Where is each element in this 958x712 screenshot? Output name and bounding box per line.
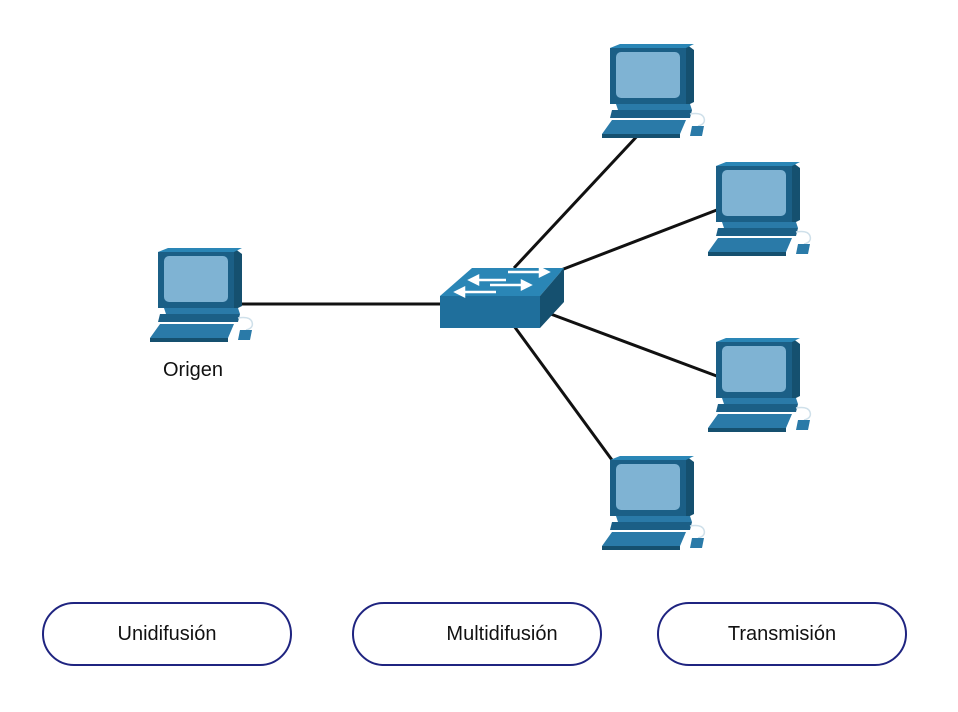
pc-3-icon (707, 337, 812, 433)
link-switch-pc2 (547, 206, 723, 277)
option-broadcast-button[interactable]: Transmisión (657, 602, 907, 666)
link-switch-pc3 (547, 311, 723, 380)
option-unicast-button[interactable]: Unidifusión (42, 602, 292, 666)
pc-1-icon (601, 43, 706, 139)
link-switch-pc4 (512, 325, 614, 461)
option-multicast-button[interactable]: Multidifusión (352, 602, 602, 666)
links (238, 131, 723, 461)
switch-icon (440, 265, 564, 328)
source-label: Origen (163, 359, 224, 381)
link-switch-pc1 (512, 131, 642, 270)
pc-2-icon (707, 161, 812, 257)
pc-origen-icon (149, 247, 254, 343)
pc-4-icon (601, 455, 706, 551)
